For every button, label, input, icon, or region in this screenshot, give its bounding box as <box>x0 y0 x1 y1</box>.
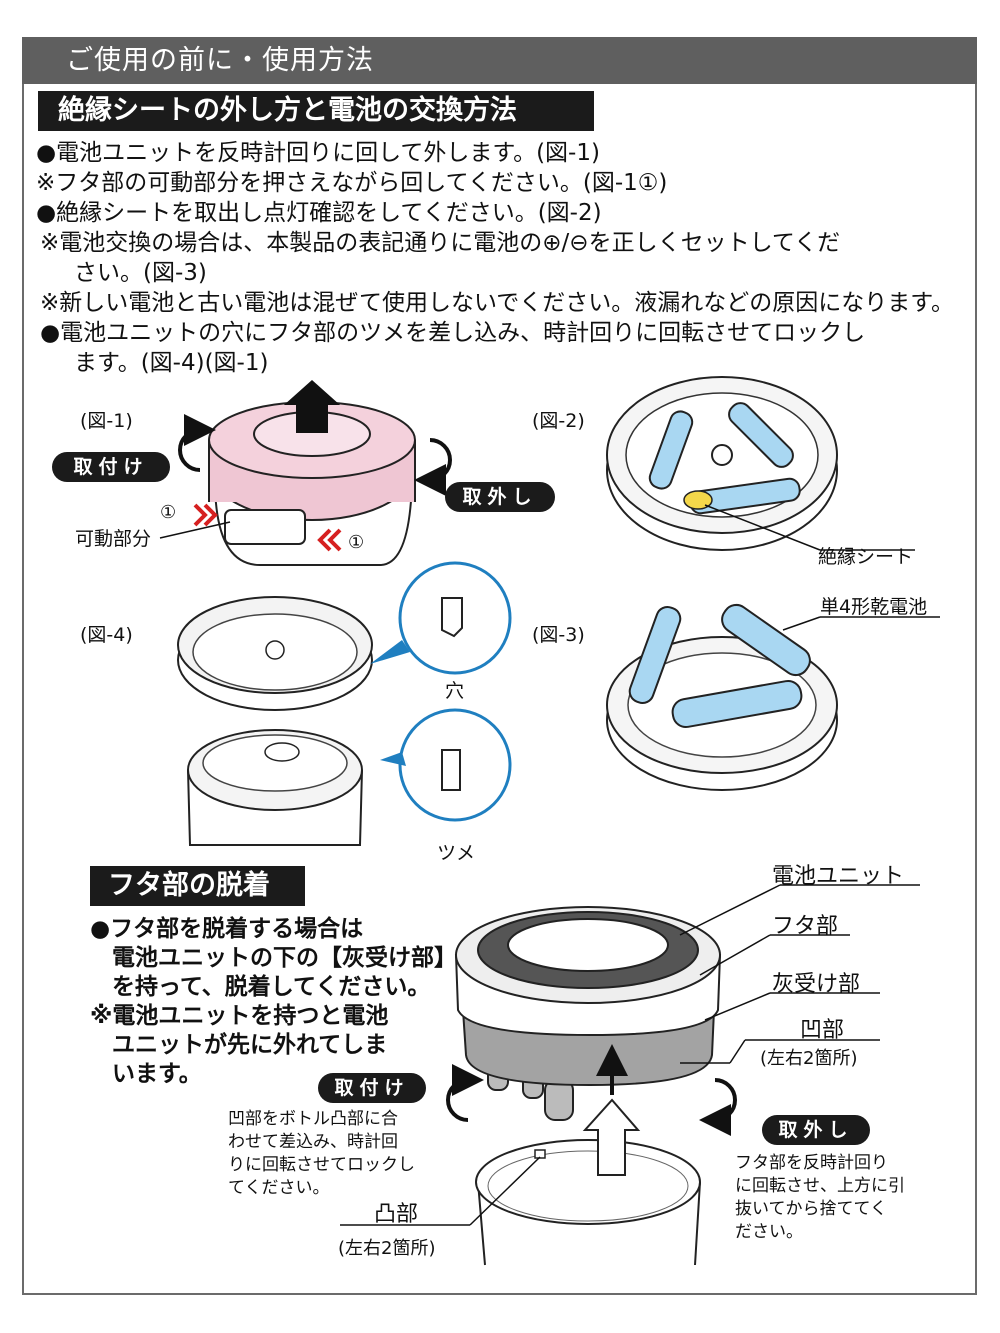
figure-4-label: (図-4) <box>80 624 133 646</box>
remove-line-1: フタ部を反時計回り <box>735 1153 888 1173</box>
marker-1-left: ① <box>160 502 177 523</box>
recess-note: (左右2箇所) <box>760 1048 858 1069</box>
lid-removal-illustration <box>340 884 920 1266</box>
step-6-cont: ます。(図-4)(図-1) <box>36 348 966 378</box>
step-2: ※フタ部の可動部分を押さえながら回してください。(図-1①) <box>36 170 668 196</box>
lid-line-6: います。 <box>112 1061 202 1087</box>
figure-3-label: (図-3) <box>532 624 585 646</box>
step-4-continued: さい。(図-3) <box>74 260 207 286</box>
remove-instructions: フタ部を反時計回り に回転させ、上方に引 抜いてから捨ててく ださい。 <box>735 1152 905 1244</box>
ash-tray-label: 灰受け部 <box>772 972 861 997</box>
attach-line-3: りに回転させてロックし <box>228 1155 415 1175</box>
step-4-cont: さい。(図-3) <box>36 258 966 288</box>
battery-instructions: ●電池ユニットを反時計回りに回して外します。(図-1) ※フタ部の可動部分を押さ… <box>36 138 966 378</box>
movable-part-label: 可動部分 <box>75 528 152 550</box>
recess-label: 凹部 <box>800 1018 845 1043</box>
remove-line-3: 抜いてから捨ててく <box>735 1199 887 1219</box>
remove-line-2: に回転させ、上方に引 <box>735 1176 905 1196</box>
bump-note: (左右2箇所) <box>338 1238 436 1259</box>
lid-line-2: 電池ユニットの下の【灰受け部】 <box>112 945 457 971</box>
lid-line-1: ●フタ部を脱着する場合は <box>90 916 364 942</box>
step-5: ※新しい電池と古い電池は混ぜて使用しないでください。液漏れなどの原因になります。 <box>40 290 954 316</box>
figure-1-illustration <box>159 380 452 566</box>
remove-line-4: ださい。 <box>735 1222 803 1242</box>
bump-label: 凸部 <box>374 1202 419 1227</box>
battery-type-label: 単4形乾電池 <box>820 596 928 618</box>
lid-line-4: ※電池ユニットを持つと電池 <box>90 1003 389 1029</box>
step-4: ※電池交換の場合は、本製品の表記通りに電池の⊕/⊖を正しくセットしてくだ <box>40 230 841 256</box>
attach-line-4: てください。 <box>228 1178 330 1198</box>
hole-label: 穴 <box>445 680 465 702</box>
attach-badge-lid: 取付け <box>318 1073 426 1103</box>
figure-3-illustration <box>606 603 940 791</box>
step-6-continued: ます。(図-4)(図-1) <box>74 350 269 376</box>
remove-badge-fig1: 取外し <box>445 482 555 512</box>
figure-4-illustration <box>177 561 512 846</box>
step-1: ●電池ユニットを反時計回りに回して外します。(図-1) <box>36 140 600 166</box>
section-title-battery: 絶縁シートの外し方と電池の交換方法 <box>38 91 594 131</box>
step-3: ●絶縁シートを取出し点灯確認をしてください。(図-2) <box>36 200 602 226</box>
figure-1-label: (図-1) <box>80 410 133 432</box>
step-6: ●電池ユニットの穴にフタ部のツメを差し込み、時計回りに回転させてロックし <box>40 320 866 346</box>
lid-instructions: ●フタ部を脱着する場合は 電池ユニットの下の【灰受け部】 を持って、脱着してくだ… <box>90 915 457 1089</box>
tab-label: ツメ <box>437 842 476 864</box>
page-header: ご使用の前に・使用方法 <box>22 37 977 84</box>
attach-line-2: わせて差込み、時計回 <box>228 1132 398 1152</box>
attach-line-1: 凹部をボトル凸部に合 <box>228 1109 398 1129</box>
lid-line-5: ユニットが先に外れてしま <box>112 1032 388 1058</box>
lid-label: フタ部 <box>772 914 839 939</box>
insulation-sheet-label: 絶縁シート <box>818 546 914 568</box>
attach-badge-fig1: 取付け <box>52 452 170 482</box>
battery-unit-label: 電池ユニット <box>772 864 905 889</box>
attach-instructions: 凹部をボトル凸部に合 わせて差込み、時計回 りに回転させてロックし てください。 <box>228 1108 415 1200</box>
lid-line-3: を持って、脱着してください。 <box>112 974 431 1000</box>
remove-badge-lid: 取外し <box>762 1115 870 1145</box>
figure-2-illustration <box>606 376 915 551</box>
figure-2-label: (図-2) <box>532 410 585 432</box>
section-title-lid: フタ部の脱着 <box>90 866 305 906</box>
marker-1-right: ① <box>348 532 365 553</box>
